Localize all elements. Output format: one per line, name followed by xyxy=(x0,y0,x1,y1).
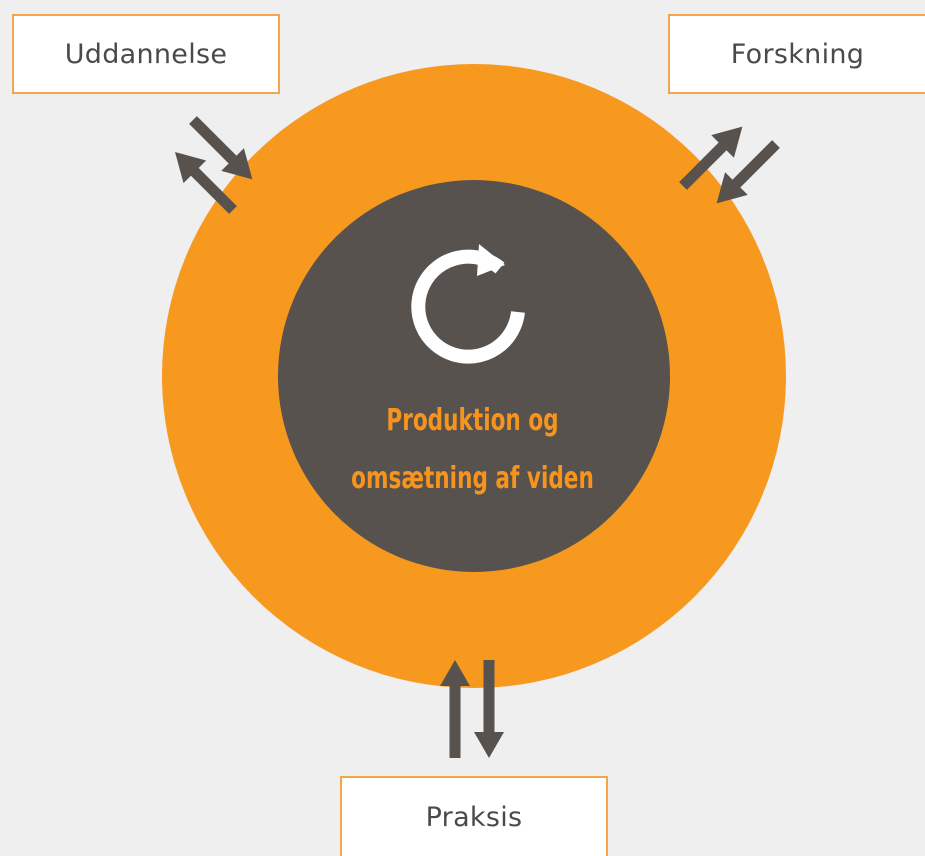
forskning-arrows xyxy=(679,126,780,204)
uddannelse-arrows xyxy=(175,116,253,214)
node-uddannelse-label: Uddannelse xyxy=(64,38,228,70)
arrow-to-uddannelse-icon xyxy=(175,152,237,214)
praksis-arrows xyxy=(440,660,504,758)
node-uddannelse: Uddannelse xyxy=(12,14,280,94)
arrow-from-forskning-icon xyxy=(716,140,780,204)
arrow-from-praksis-icon xyxy=(440,660,470,758)
inner-circle xyxy=(278,180,670,572)
node-praksis-label: Praksis xyxy=(425,801,523,833)
arrow-to-forskning-icon xyxy=(679,126,743,190)
center-label-line2: omsætning af viden xyxy=(351,461,594,496)
center-label: Produktion og omsætning af viden xyxy=(339,392,607,508)
arrow-to-praksis-icon xyxy=(474,660,504,758)
center-label-line1: Produktion og xyxy=(386,403,559,438)
node-praksis: Praksis xyxy=(340,776,608,856)
refresh-icon xyxy=(411,244,525,364)
node-forskning: Forskning xyxy=(668,14,925,94)
node-forskning-label: Forskning xyxy=(730,38,865,70)
arrow-from-uddannelse-icon xyxy=(189,116,253,180)
